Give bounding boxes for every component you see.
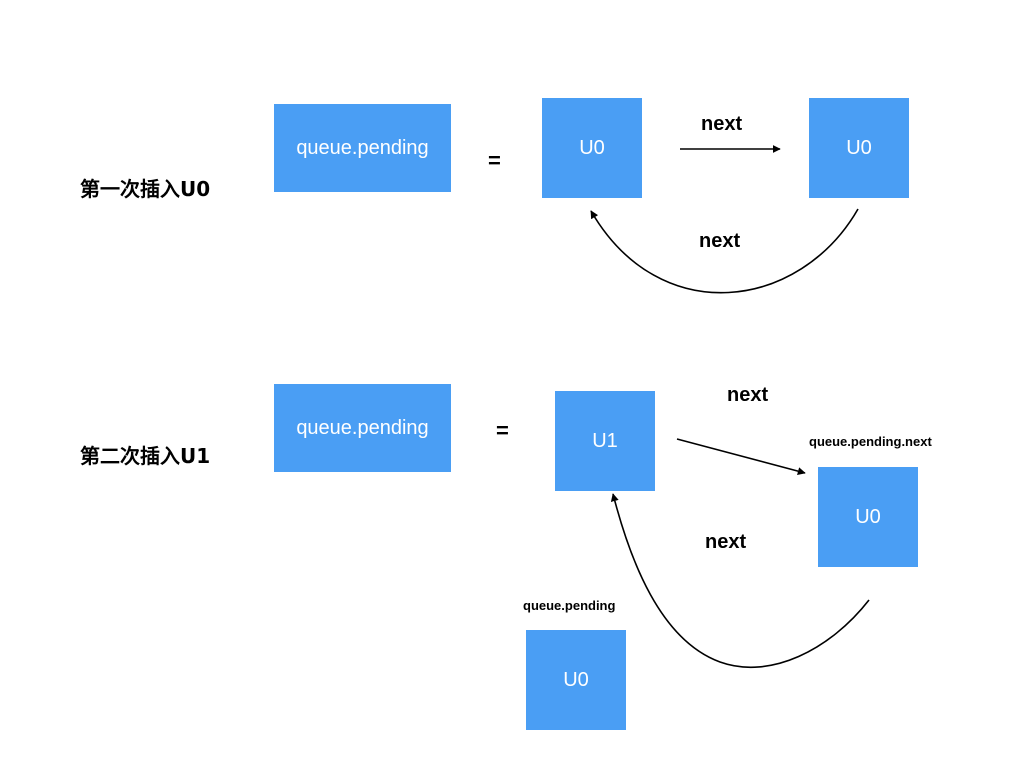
section1-node-u0-b: U0	[809, 98, 909, 198]
section1-title: 第一次插入U0	[80, 177, 211, 201]
section2-pending-box: queue.pending	[274, 384, 451, 472]
section2-equals: =	[496, 418, 509, 443]
section2-return-arrow	[610, 493, 870, 669]
section2-next-bottom-label: next	[705, 531, 747, 553]
section1-next-bottom-label: next	[699, 230, 741, 252]
section2-next-top-label: next	[727, 384, 769, 406]
section2-next-arrow	[676, 438, 806, 476]
section1-pending-box: queue.pending	[274, 104, 451, 192]
section1-node-u0-a: U0	[542, 98, 642, 198]
section2-pending-node-caption: queue.pending	[523, 598, 616, 613]
section2-node-u1: U1	[555, 391, 655, 491]
section1-next-top-label: next	[701, 113, 743, 135]
section1-equals: =	[488, 148, 501, 173]
section2-pending-node-u0: U0	[526, 630, 626, 730]
section2-title: 第二次插入U1	[80, 444, 211, 468]
section2-node-u0-caption: queue.pending.next	[809, 434, 932, 449]
section2-node-u0: U0	[818, 467, 918, 567]
section1-return-arrow	[590, 208, 859, 294]
